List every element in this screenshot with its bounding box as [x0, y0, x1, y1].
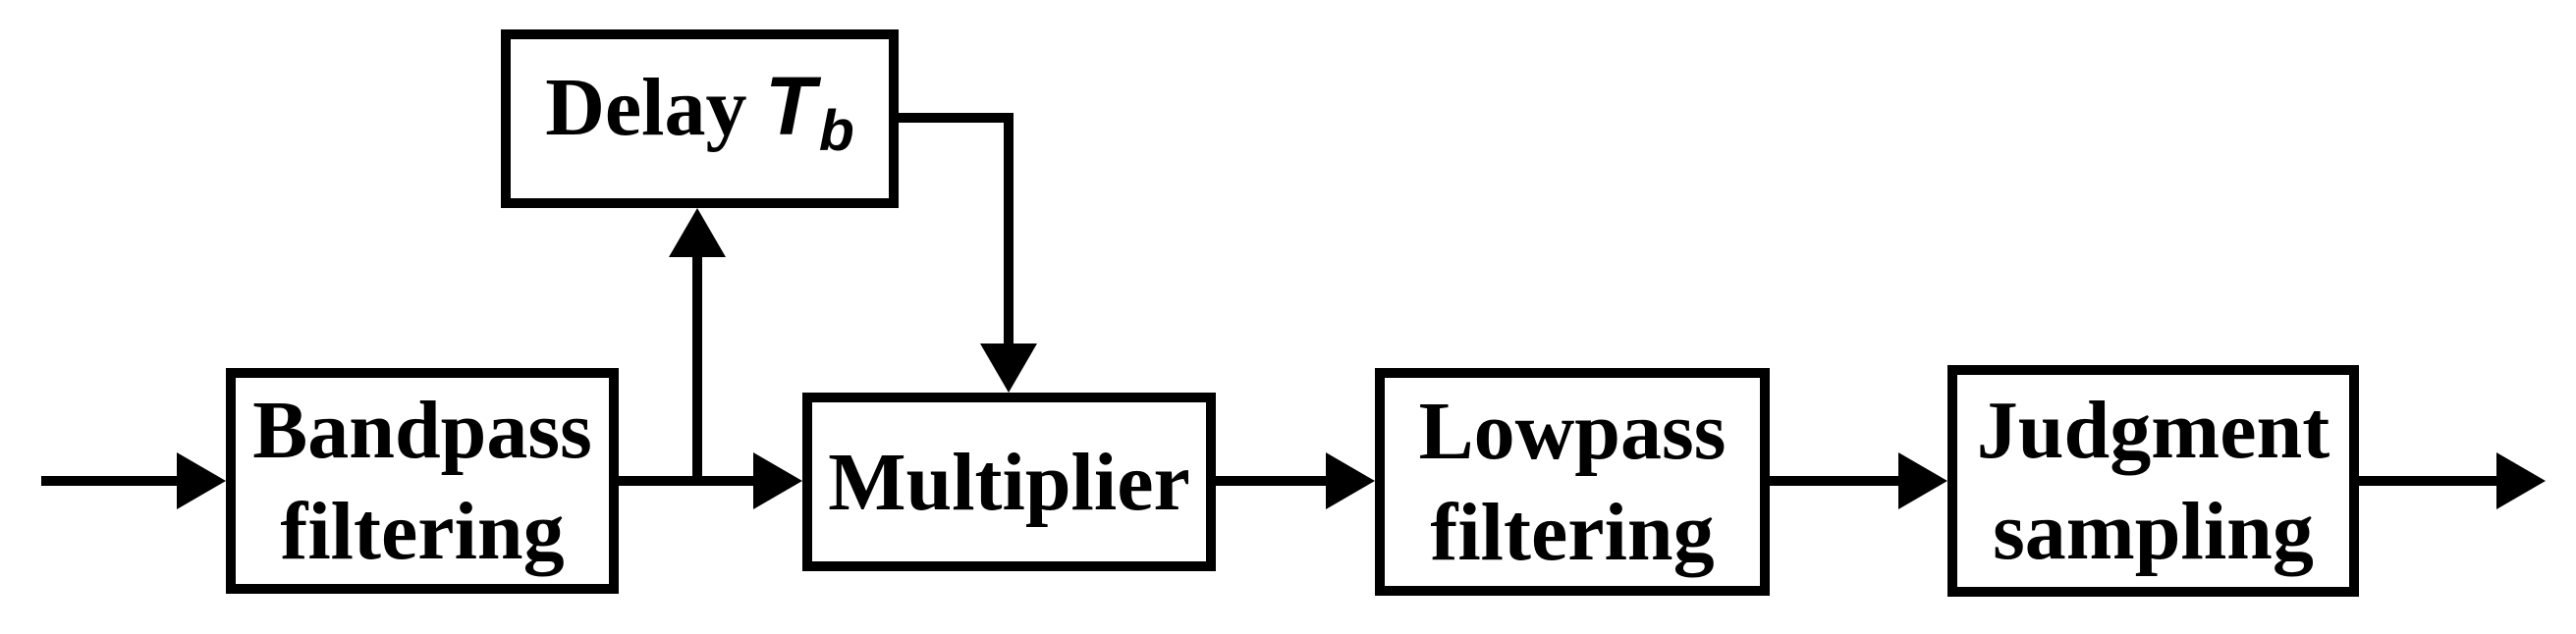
delay-to-multiplier-vline — [1004, 113, 1014, 348]
block-bandpass-filtering: Bandpass filtering — [226, 368, 619, 594]
block-delay-label-text: Delay — [545, 61, 747, 153]
block-delay-symbol: T — [765, 59, 816, 152]
block-delay-subscript: b — [818, 99, 854, 164]
block-judgment-label-line2: sampling — [1993, 486, 2314, 577]
block-lowpass-label-line2: filtering — [1430, 487, 1715, 578]
output-arrowhead-icon — [2496, 452, 2546, 509]
block-bandpass-label-line1: Bandpass — [252, 385, 592, 476]
block-bandpass-label-line2: filtering — [280, 486, 565, 577]
output-line — [2359, 476, 2496, 486]
input-arrowhead-icon — [177, 452, 226, 509]
block-judgment-sampling: Judgment sampling — [1947, 365, 2359, 597]
multiplier-to-lowpass-line — [1216, 476, 1326, 486]
bandpass-to-delay-line — [692, 245, 702, 481]
delay-to-multiplier-hline — [899, 113, 1014, 123]
input-line — [41, 476, 177, 486]
bandpass-to-multiplier-line — [619, 476, 753, 486]
block-judgment-label-line1: Judgment — [1976, 385, 2330, 476]
lowpass-to-judgment-arrowhead-icon — [1898, 452, 1947, 509]
block-lowpass-filtering: Lowpass filtering — [1375, 368, 1770, 596]
block-multiplier-label: Multiplier — [828, 436, 1190, 528]
block-multiplier: Multiplier — [802, 393, 1216, 571]
delay-to-multiplier-arrowhead-icon — [980, 343, 1037, 393]
multiplier-to-lowpass-arrowhead-icon — [1326, 452, 1375, 509]
bandpass-to-multiplier-arrowhead-icon — [753, 452, 802, 509]
block-lowpass-label-line1: Lowpass — [1418, 386, 1726, 477]
bandpass-to-delay-arrowhead-icon — [669, 208, 726, 257]
lowpass-to-judgment-line — [1770, 476, 1898, 486]
